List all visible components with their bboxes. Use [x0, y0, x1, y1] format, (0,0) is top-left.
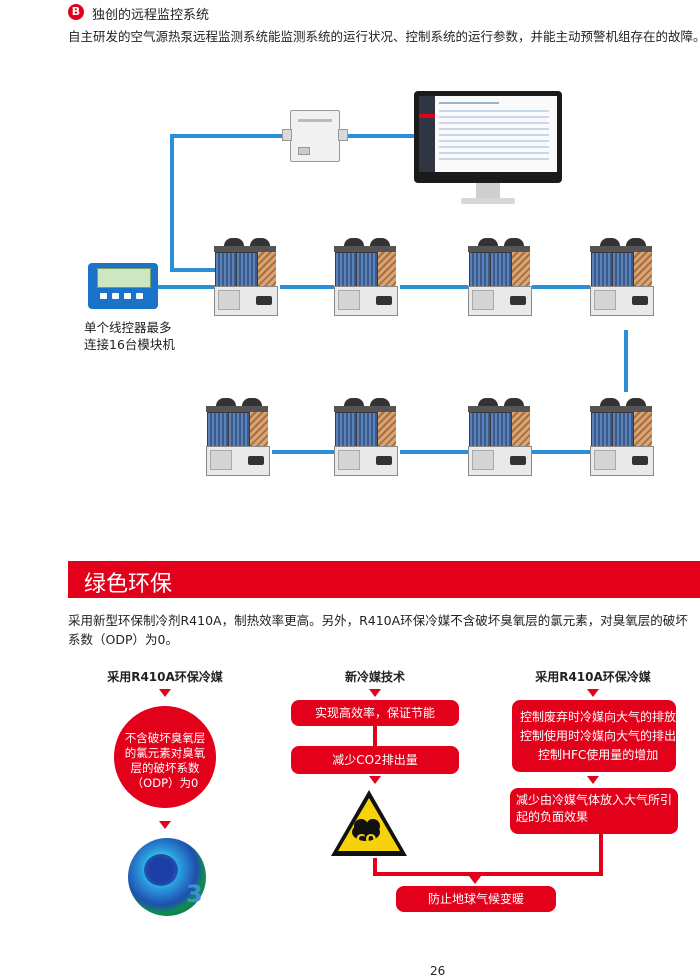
col3-header: 采用R410A环保冷媒 [535, 670, 651, 684]
green-section-title: 绿色环保 [84, 572, 173, 597]
cic-logo [632, 456, 648, 465]
section-badge: B [68, 4, 84, 20]
cic-logo [632, 296, 648, 305]
cic-logo [248, 456, 264, 465]
controller-lcd [97, 268, 151, 288]
link-controller [158, 285, 216, 289]
cic-logo [510, 456, 526, 465]
arrow-down-icon [159, 689, 171, 697]
flow-connector [599, 834, 603, 876]
monitor-base [461, 198, 515, 204]
bottom-box: 防止地球气候变暖 [396, 886, 556, 912]
link-row1-b [400, 285, 468, 289]
heat-pump-unit [588, 398, 654, 476]
heat-pump-unit [332, 398, 398, 476]
col1-header: 采用R410A环保冷媒 [107, 670, 223, 684]
heat-pump-unit [588, 238, 654, 316]
heat-pump-unit [212, 238, 278, 316]
arrow-down-icon [587, 776, 599, 784]
cic-logo [376, 456, 392, 465]
heat-pump-unit [466, 398, 532, 476]
co2-warning-icon: CO₂ [331, 790, 407, 856]
heat-pump-unit [332, 238, 398, 316]
flow-connector [373, 872, 603, 876]
co2-sign-text: CO₂ [356, 833, 382, 848]
col2-box1: 实现高效率，保证节能 [291, 700, 459, 726]
green-section-banner [68, 561, 700, 598]
link-bus-unit1 [170, 268, 216, 272]
gateway-device [282, 110, 348, 162]
link-gateway-monitor [338, 134, 416, 138]
monitor-stand [476, 183, 500, 199]
o3-icon: 3 [186, 880, 203, 908]
green-section-paragraph: 采用新型环保制冷剂R410A，制热效率更高。另外，R410A环保冷媒不含破坏臭氧… [68, 613, 688, 647]
link-gateway-vertical [170, 134, 174, 270]
controller-caption: 单个线控器最多 连接16台模块机 [84, 319, 175, 353]
controller-caption-line2: 连接16台模块机 [84, 337, 175, 352]
controller-caption-line1: 单个线控器最多 [84, 320, 172, 335]
monitoring-software-screen [419, 96, 557, 172]
col3-box1-line2: 控制使用时冷媒向大气的排出 [520, 729, 677, 743]
odp-circle [114, 706, 216, 808]
col3-box1: 控制废弃时冷媒向大气的排放 控制使用时冷媒向大气的排出 控制HFC使用量的增加 [512, 700, 676, 772]
col2-box2: 减少CO2排出量 [291, 746, 459, 774]
heat-pump-unit [466, 238, 532, 316]
link-row-down [624, 330, 628, 392]
col2-header: 新冷媒技术 [344, 670, 405, 684]
link-row2-b [400, 450, 468, 454]
odp-circle-text: 不含破坏臭氧层的氯元素对臭氧层的破坏系数（ODP）为0 [124, 731, 206, 790]
arrow-down-icon [469, 876, 481, 884]
monitor-icon [414, 91, 562, 183]
arrow-down-icon [587, 689, 599, 697]
heat-pump-unit [204, 398, 270, 476]
section-description: 自主研发的空气源热泵远程监测系统能监测系统的运行状况、控制系统的运行参数，并能主… [68, 29, 700, 44]
flow-connector [373, 726, 377, 746]
page-number: 26 [430, 964, 446, 978]
link-row2-a [272, 450, 334, 454]
cic-logo [376, 296, 392, 305]
flow-connector [373, 858, 377, 874]
link-gateway-horizontal [170, 134, 290, 138]
col3-box2: 减少由冷媒气体放入大气所引起的负面效果 [510, 788, 678, 834]
arrow-down-icon [369, 776, 381, 784]
link-row2-c [532, 450, 590, 454]
cic-logo [256, 296, 272, 305]
wired-controller [88, 263, 158, 309]
arrow-down-icon [159, 821, 171, 829]
section-title: 独创的远程监控系统 [92, 8, 210, 23]
link-row1-c [532, 285, 590, 289]
cic-logo [510, 296, 526, 305]
link-row1-a [280, 285, 334, 289]
arrow-down-icon [369, 689, 381, 697]
col3-box1-line3: 控制HFC使用量的增加 [538, 748, 659, 762]
col3-box1-line1: 控制废弃时冷媒向大气的排放 [520, 710, 677, 724]
ozone-hole [144, 854, 178, 886]
